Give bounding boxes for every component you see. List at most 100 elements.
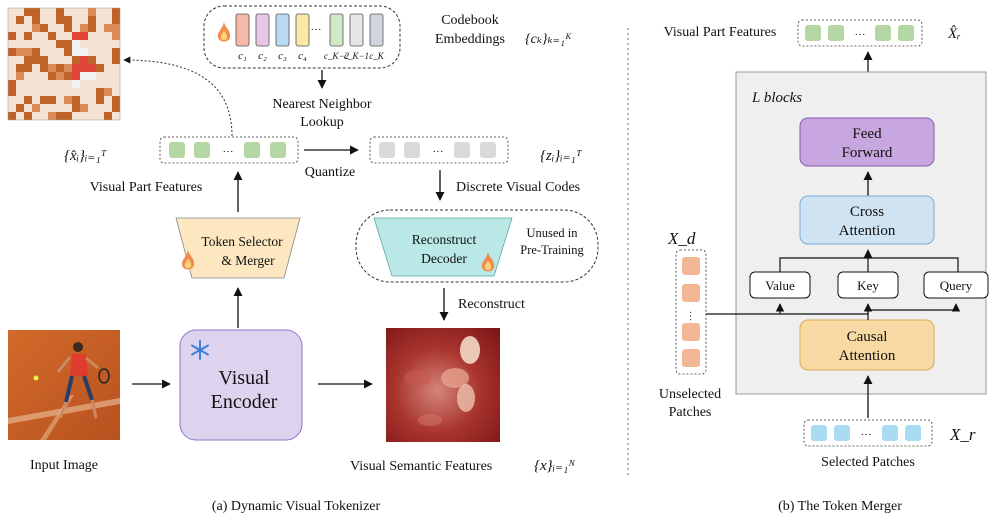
decoder-label-1: Reconstruct — [412, 232, 477, 247]
codebook-entry-label: c_K — [369, 51, 384, 61]
mask-tile — [88, 72, 96, 80]
key-box: Key — [837, 271, 899, 299]
mask-tile — [112, 16, 120, 24]
codebook-symbol: {cₖ}ₖ₌₁ᴷ — [525, 32, 572, 47]
semantic-features-label: Visual Semantic Features — [350, 459, 492, 474]
codebook-bar — [329, 13, 344, 47]
token-ellipsis: ··· — [223, 146, 234, 158]
xd-symbol: X_d — [667, 229, 696, 248]
output-symbol: X̂ᵣ — [947, 26, 961, 42]
mask-tile — [8, 32, 16, 40]
selector-label-2: & Merger — [221, 253, 275, 268]
mask-tile — [72, 96, 80, 104]
reconstruct-label: Reconstruct — [458, 297, 525, 312]
mask-tile — [8, 88, 16, 96]
mask-tile — [88, 24, 96, 32]
codebook-entry-label: c_K−2 — [324, 51, 350, 61]
mask-tile — [72, 104, 80, 112]
mask-tile — [40, 56, 48, 64]
codebook-label-2: Embeddings — [435, 32, 505, 47]
tennis-ball — [33, 375, 39, 381]
discrete-codes-label: Discrete Visual Codes — [456, 180, 580, 195]
mask-tile — [96, 64, 104, 72]
unused-label-1: Unused in — [526, 226, 578, 240]
mask-tile — [80, 32, 88, 40]
output-ellipsis: ··· — [855, 29, 866, 41]
mask-tile — [112, 8, 120, 16]
mask-tile — [56, 16, 64, 24]
mask-tile — [104, 24, 112, 32]
mask-tile — [96, 96, 104, 104]
code-ellipsis: ··· — [433, 146, 444, 158]
x-symbol: {x}ᵢ₌₁ᴺ — [534, 458, 576, 474]
mask-tile — [32, 24, 40, 32]
arrow-unselected-to-key — [706, 303, 873, 315]
selected-ellipsis: ··· — [861, 429, 872, 441]
nn-lookup-label-1: Nearest Neighbor — [272, 97, 371, 112]
cross-attention-label-1: Cross — [850, 204, 884, 220]
mask-tile — [88, 8, 96, 16]
mask-tile — [112, 48, 120, 56]
cross-attention-block: Cross Attention — [799, 195, 935, 245]
value-box: Value — [749, 271, 811, 299]
codebook-entry-label: c₁ — [238, 50, 247, 62]
mask-tile — [8, 80, 16, 88]
mask-tile — [64, 48, 72, 56]
fire-icon — [481, 252, 495, 272]
mask-tile — [64, 24, 72, 32]
mask-tile — [40, 64, 48, 72]
codebook-bar — [349, 13, 364, 47]
selected-patches-row: ··· — [803, 419, 933, 447]
mask-tile — [48, 112, 56, 120]
right-caption: (b) The Token Merger — [778, 499, 902, 514]
mask-tile — [8, 112, 16, 120]
mask-tile — [56, 8, 64, 16]
quantize-label: Quantize — [305, 165, 356, 180]
mask-tile — [16, 104, 24, 112]
token-selector-merger: Token Selector & Merger — [175, 217, 301, 279]
output-token-row: ··· — [797, 19, 923, 47]
z-symbol: {zᵢ}ᵢ₌₁ᵀ — [540, 148, 583, 164]
input-image-label: Input Image — [30, 458, 98, 473]
mask-tile — [24, 48, 32, 56]
mask-tile — [32, 8, 40, 16]
mask-tile — [64, 64, 72, 72]
arrow-causal-to-query — [867, 303, 961, 320]
value-label: Value — [765, 278, 795, 293]
mask-tile — [80, 56, 88, 64]
selector-label-1: Token Selector — [201, 234, 283, 249]
xhat-symbol: {x̂ᵢ}ᵢ₌₁ᵀ — [64, 148, 108, 164]
visual-part-features-label: Visual Part Features — [90, 180, 203, 195]
query-connector — [868, 257, 959, 272]
feed-forward-label-2: Forward — [842, 145, 893, 161]
feed-forward-label-1: Feed — [852, 126, 882, 142]
mask-tile — [56, 112, 64, 120]
mask-tile — [32, 16, 40, 24]
mask-tile — [24, 32, 32, 40]
mask-tile — [72, 48, 80, 56]
visual-part-token-row: ··· — [159, 136, 299, 164]
nn-lookup-label-2: Lookup — [300, 115, 344, 130]
query-label: Query — [940, 278, 973, 293]
mask-tile — [72, 72, 80, 80]
codebook-bar — [369, 13, 384, 47]
mask-tile — [48, 64, 56, 72]
mask-tile — [88, 56, 96, 64]
feed-forward-block: Feed Forward — [799, 117, 935, 167]
mask-tile — [48, 96, 56, 104]
tennis-player — [56, 342, 110, 419]
mask-tile — [32, 104, 40, 112]
mask-tile — [32, 48, 40, 56]
mask-tile — [72, 80, 80, 88]
codebook-entry-label: c₂ — [258, 50, 267, 62]
unselected-label-2: Patches — [669, 405, 712, 420]
encoder-label-2: Encoder — [211, 391, 278, 413]
codebook-entry-label: c_K−1 — [344, 51, 369, 61]
selected-patches-label: Selected Patches — [821, 455, 915, 470]
codebook-bar — [295, 13, 310, 47]
mask-tile — [64, 96, 72, 104]
mask-tile — [112, 56, 120, 64]
left-caption: (a) Dynamic Visual Tokenizer — [212, 499, 381, 514]
mask-tile — [64, 16, 72, 24]
